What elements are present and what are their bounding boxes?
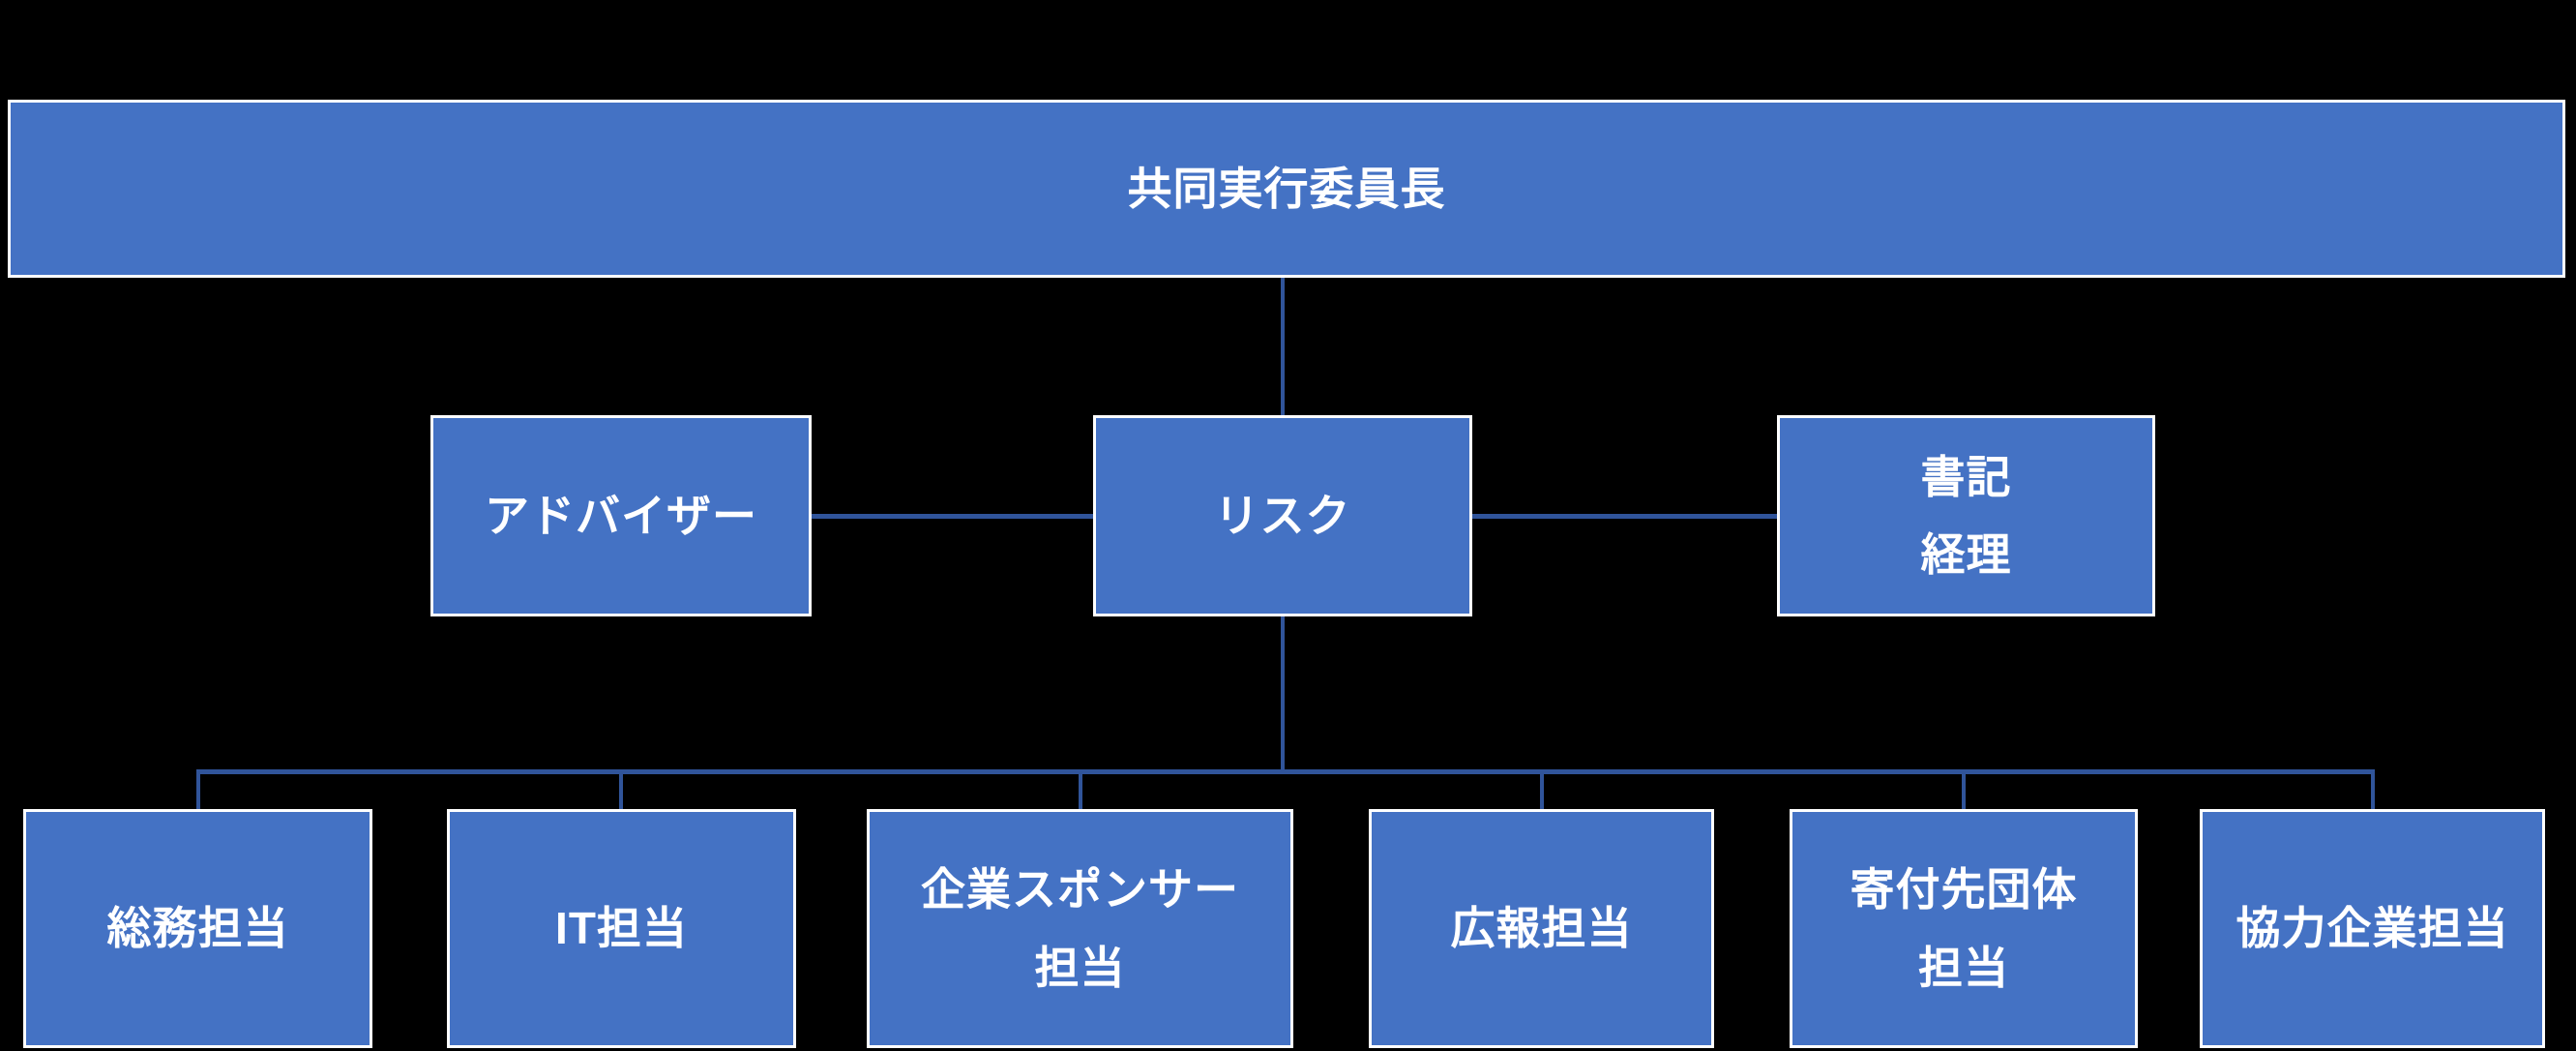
connector-advisor-to-risk — [812, 514, 1093, 519]
connector-drop-partner — [2371, 771, 2375, 809]
org-node-label: 共同実行委員長 — [1127, 163, 1446, 214]
org-node-label-line2: 担当 — [1918, 942, 2009, 993]
org-node-label: IT担当 — [555, 903, 688, 954]
org-node-general-affairs: 総務担当 — [23, 809, 372, 1048]
org-node-corporate-sponsor: 企業スポンサー 担当 — [867, 809, 1293, 1048]
org-node-secretary-accounting: 書記 経理 — [1777, 415, 2155, 616]
connector-drop-pr — [1540, 771, 1544, 809]
connector-drop-general-affairs — [196, 771, 200, 809]
org-node-label: 広報担当 — [1450, 903, 1633, 954]
connector-chair-to-risk — [1281, 278, 1285, 415]
connector-drop-donation — [1962, 771, 1966, 809]
org-node-it: IT担当 — [447, 809, 796, 1048]
org-node-label-line1: 企業スポンサー — [921, 864, 1239, 915]
org-node-joint-executive-chair: 共同実行委員長 — [8, 100, 2565, 278]
org-node-label-line2: 担当 — [1034, 942, 1126, 993]
connector-drop-sponsor — [1079, 771, 1082, 809]
org-node-label-line2: 経理 — [1920, 529, 2012, 580]
org-node-public-relations: 広報担当 — [1369, 809, 1714, 1048]
org-node-label: 協力企業担当 — [2235, 903, 2509, 954]
connector-horizontal-bar — [196, 769, 2375, 774]
org-node-label: 総務担当 — [106, 903, 289, 954]
connector-risk-to-bar — [1281, 616, 1285, 771]
connector-drop-it — [619, 771, 623, 809]
org-node-donation-recipient: 寄付先団体 担当 — [1790, 809, 2138, 1048]
org-node-label-line1: 寄付先団体 — [1850, 864, 2078, 915]
org-node-label-line1: 書記 — [1920, 451, 2012, 502]
org-node-partner-companies: 協力企業担当 — [2200, 809, 2545, 1048]
org-node-label: リスク — [1214, 490, 1351, 541]
org-node-advisor: アドバイザー — [430, 415, 812, 616]
connector-risk-to-secretary — [1472, 514, 1777, 519]
org-node-risk: リスク — [1093, 415, 1472, 616]
org-node-label: アドバイザー — [485, 490, 757, 541]
